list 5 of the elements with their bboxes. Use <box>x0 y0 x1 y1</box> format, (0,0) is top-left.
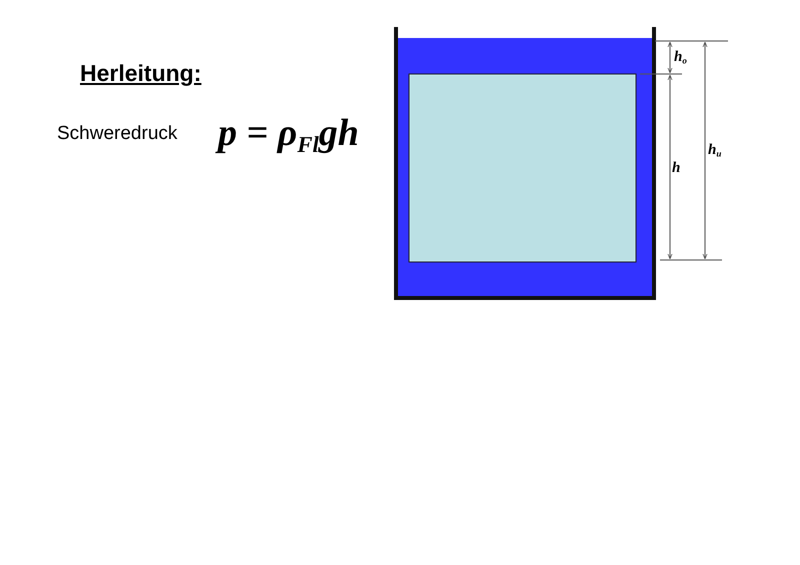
dimension-label: h$_{u}$ <box>708 143 722 159</box>
label: Schweredruck <box>57 124 178 143</box>
heading: Herleitung: <box>80 62 202 85</box>
dimension-label: h$_{o}$ <box>674 50 687 66</box>
dimension-label: h <box>672 161 680 176</box>
